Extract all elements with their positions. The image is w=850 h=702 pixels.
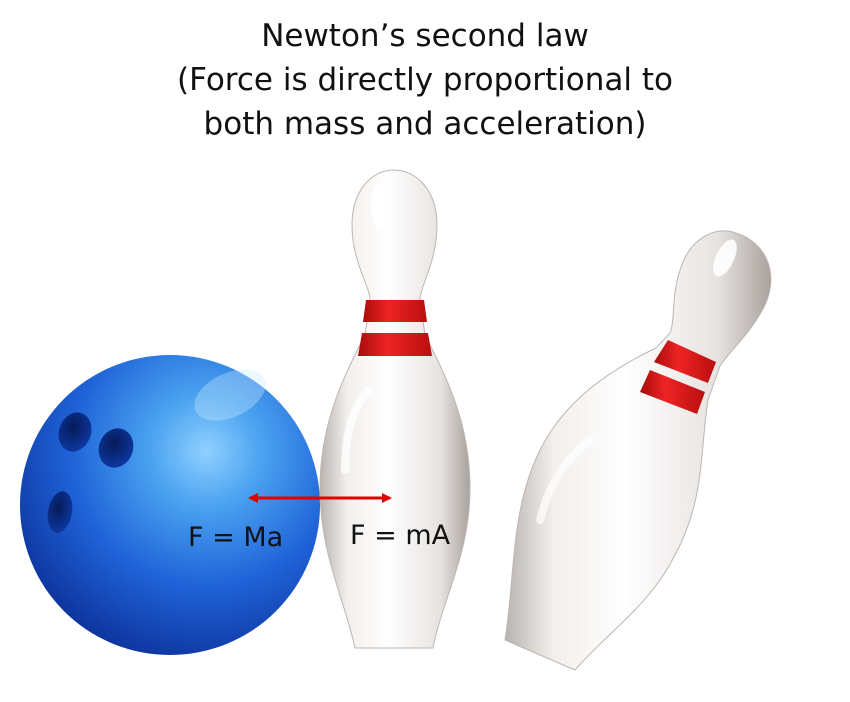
pin-force-equation: F = mA	[350, 520, 451, 551]
finger-holes	[47, 412, 134, 533]
bowling-pin-upright	[319, 169, 471, 649]
ball-force-equation: F = Ma	[188, 522, 284, 553]
bowling-ball	[20, 355, 320, 655]
bowling-pin-tilted	[504, 230, 772, 671]
title-line-1: Newton’s second law	[261, 18, 589, 54]
finger-hole-2	[98, 428, 134, 468]
thumb-hole	[47, 491, 73, 533]
title-line-3: both mass and acceleration)	[203, 106, 647, 142]
title-line-2: (Force is directly proportional to	[177, 62, 673, 98]
finger-hole-1	[58, 412, 92, 452]
page-title: Newton’s second law (Force is directly p…	[0, 14, 850, 146]
